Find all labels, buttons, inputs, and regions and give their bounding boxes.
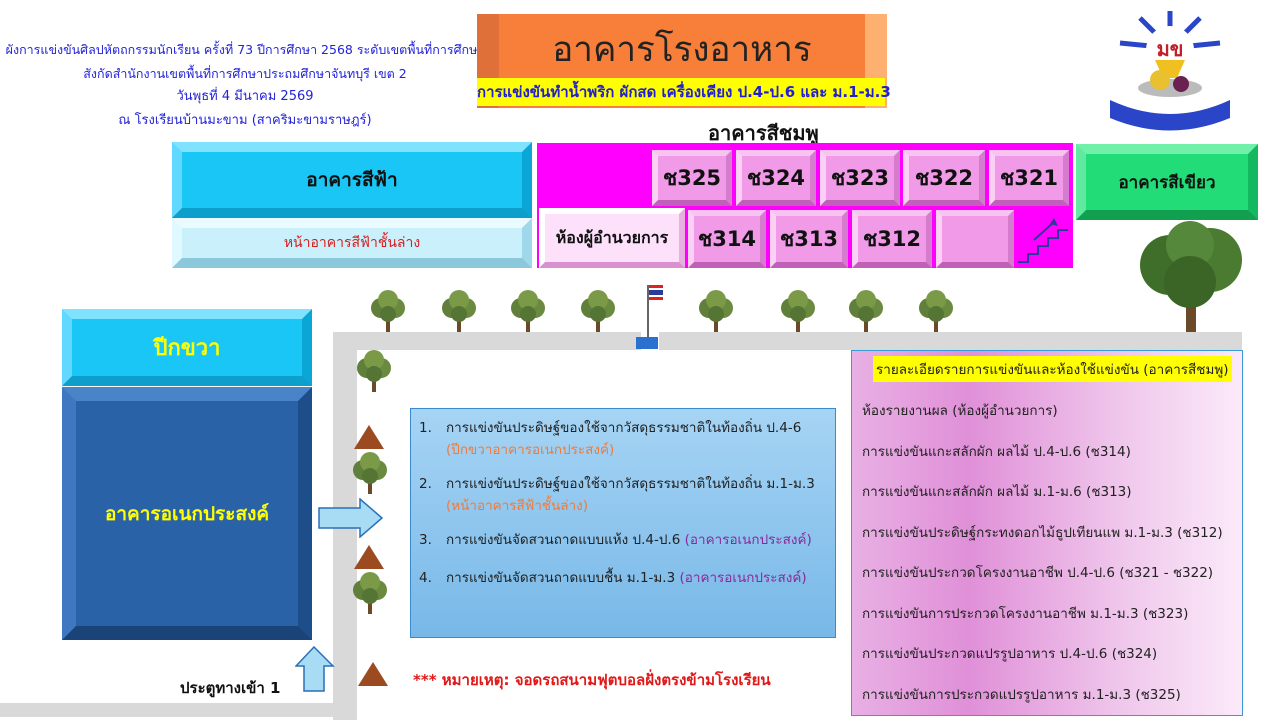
tree-icon <box>352 570 388 616</box>
director-room[interactable]: ห้องผู้อำนวยการ <box>539 208 685 268</box>
multipurpose-title: อาคารอเนกประสงค์ <box>104 502 270 525</box>
right-wing-building: ปีกขวา <box>62 309 312 386</box>
pink-building-title: อาคารสีชมพู <box>708 121 819 145</box>
header-line: สังกัดสำนักงานเขตพื้นที่การศึกษาประถมศึก… <box>83 65 407 81</box>
blue-building: อาคารสีฟ้า <box>172 142 532 218</box>
item-text: การแข่งขันประดิษฐ์ของใช้จากวัสดุธรรมชาติ… <box>446 476 815 492</box>
competition-item: 4. การแข่งขันจัดสวนถาดแบบชื้น ม.1-ม.3 (อา… <box>419 567 835 589</box>
room-label: ช313 <box>779 226 839 251</box>
right-wing-title: ปีกขวา <box>153 336 221 361</box>
room-c323[interactable]: ช323 <box>820 150 900 206</box>
header-line: ผังการแข่งขันศิลปหัตถกรรมนักเรียน ครั้งท… <box>5 42 485 57</box>
cone-marker-icon <box>354 545 384 569</box>
item-text: การแข่งขันประดิษฐ์ของใช้จากวัสดุธรรมชาติ… <box>446 420 802 436</box>
school-logo: มข <box>1105 8 1235 136</box>
road <box>659 332 1242 350</box>
detail-item: การแข่งขันแกะสลักผัก ผลไม้ ม.1-ม.6 (ช313… <box>862 484 1132 500</box>
tree-icon <box>698 288 734 334</box>
item-text: การแข่งขันจัดสวนถาดแบบแห้ง ป.4-ป.6 <box>446 532 681 548</box>
multipurpose-building: อาคารอเนกประสงค์ <box>62 387 312 640</box>
tree-icon <box>918 288 954 334</box>
cone-marker-icon <box>354 425 384 449</box>
item-place: (หน้าอาคารสีฟ้าชั้นล่าง) <box>446 498 589 514</box>
item-number: 4. <box>419 570 432 586</box>
parking-note: *** หมายเหตุ: จอดรถสนามฟุตบอลฝั่งตรงข้าม… <box>413 671 771 689</box>
room-label: ช321 <box>999 165 1059 190</box>
tree-icon <box>780 288 816 334</box>
big-tree-icon <box>1130 220 1252 342</box>
arrow-up-icon <box>294 645 335 696</box>
item-place: (ปีกขวาอาคารอเนกประสงค์) <box>446 442 615 458</box>
room-c325[interactable]: ช325 <box>652 150 732 206</box>
road <box>333 332 641 350</box>
blue-building-lower: หน้าอาคารสีฟ้าชั้นล่าง <box>172 218 532 268</box>
item-text: การแข่งขันจัดสวนถาดแบบชื้น ม.1-ม.3 <box>446 570 676 586</box>
gate-label: ประตูทางเข้า 1 <box>180 679 281 697</box>
competition-item: 1. การแข่งขันประดิษฐ์ของใช้จากวัสดุธรรมชา… <box>419 417 835 461</box>
tree-icon <box>352 450 388 496</box>
room-c313[interactable]: ช313 <box>770 210 848 268</box>
green-building-title: อาคารสีเขียว <box>1118 172 1216 193</box>
cafeteria-title: อาคารโรงอาหาร <box>552 30 812 70</box>
detail-item: การแข่งขันแกะสลักผัก ผลไม้ ป.4-ป.6 (ช314… <box>862 443 1131 460</box>
event-header: ผังการแข่งขันศิลปหัตถกรรมนักเรียน ครั้งท… <box>5 38 485 132</box>
room-label: ช323 <box>830 165 890 190</box>
detail-item: ห้องรายงานผล (ห้องผู้อำนวยการ) <box>862 403 1058 419</box>
detail-item: การแข่งขันการประกวดโครงงานอาชีพ ม.1-ม.3 … <box>862 605 1189 622</box>
tree-icon <box>510 288 546 334</box>
arrow-right-icon <box>318 497 384 542</box>
stairs-icon <box>1016 210 1070 266</box>
detail-item: การแข่งขันประดิษฐ์กระทงดอกไม้ธูปเทียนแพ … <box>862 524 1223 541</box>
road <box>0 703 357 717</box>
detail-item: การแข่งขันการประกวดแปรรูปอาหาร ม.1-ม.3 (… <box>862 686 1181 703</box>
item-number: 2. <box>419 476 432 492</box>
green-building: อาคารสีเขียว <box>1076 144 1258 220</box>
competition-item: 2. การแข่งขันประดิษฐ์ของใช้จากวัสดุธรรมชา… <box>419 473 835 517</box>
room-label: ช314 <box>697 226 757 251</box>
blue-building-title: อาคารสีฟ้า <box>306 169 398 191</box>
competition-list: 1. การแข่งขันประดิษฐ์ของใช้จากวัสดุธรรมชา… <box>410 408 836 638</box>
tree-icon <box>441 288 477 334</box>
tree-icon <box>848 288 884 334</box>
blue-building-lower-label: หน้าอาคารสีฟ้าชั้นล่าง <box>283 235 421 251</box>
room-c312[interactable]: ช312 <box>852 210 932 268</box>
cone-marker-icon <box>358 662 388 686</box>
header-line: วันพุธที่ 4 มีนาคม 2569 <box>176 89 314 104</box>
room-label: ช312 <box>862 226 922 251</box>
room-c321[interactable]: ช321 <box>989 150 1069 206</box>
thai-flag-icon <box>636 280 664 352</box>
room-label: ช322 <box>914 165 974 190</box>
room-label: ห้องผู้อำนวยการ <box>555 227 669 247</box>
competition-item: 3. การแข่งขันจัดสวนถาดแบบแห้ง ป.4-ป.6 (อา… <box>419 529 835 551</box>
room-empty <box>936 210 1014 268</box>
cafeteria-subtitle: การแข่งขันทำน้ำพริก ผักสด เครื่องเคียง ป… <box>477 78 891 106</box>
detail-item: การแข่งขันประกวดแปรรูปอาหาร ป.4-ป.6 (ช32… <box>862 646 1158 662</box>
detail-item: การแข่งขันประกวดโครงงานอาชีพ ป.4-ป.6 (ช3… <box>862 565 1214 581</box>
tree-icon <box>356 348 392 394</box>
room-label: ช325 <box>662 165 722 190</box>
svg-text:มข: มข <box>1157 37 1184 61</box>
details-panel: รายละเอียดรายการแข่งขันและห้องใช้แข่งขัน… <box>851 350 1243 716</box>
tree-icon <box>580 288 616 334</box>
room-label: ช324 <box>746 165 806 190</box>
header-line: ณ โรงเรียนบ้านมะขาม (สาคริมะขามราษฎร์) <box>118 112 372 128</box>
room-c314[interactable]: ช314 <box>688 210 766 268</box>
item-number: 1. <box>419 420 432 436</box>
item-place: (อาคารอเนกประสงค์) <box>679 570 807 586</box>
room-c324[interactable]: ช324 <box>736 150 816 206</box>
details-title: รายละเอียดรายการแข่งขันและห้องใช้แข่งขัน… <box>873 356 1232 382</box>
tree-icon <box>370 288 406 334</box>
item-place: (อาคารอเนกประสงค์) <box>684 532 812 548</box>
item-number: 3. <box>419 532 432 548</box>
room-c322[interactable]: ช322 <box>903 150 985 206</box>
